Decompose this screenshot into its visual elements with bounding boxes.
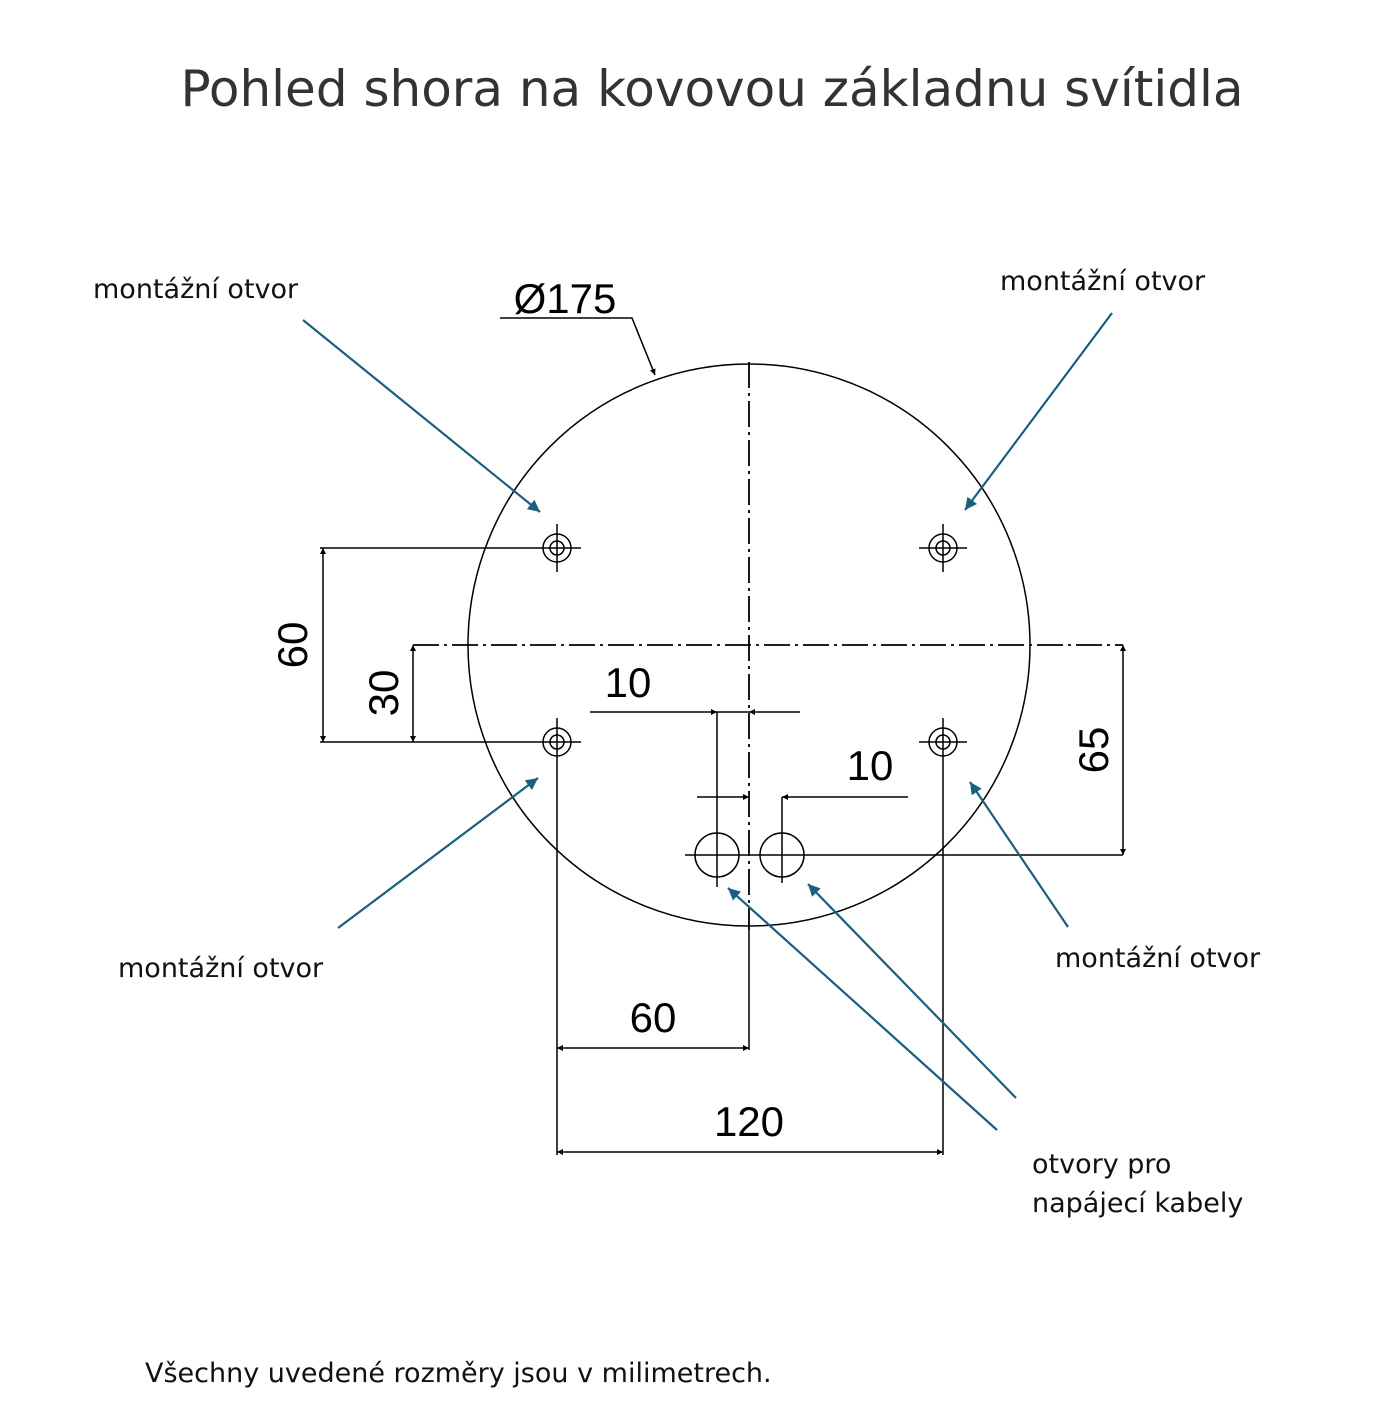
leader-bottom-right — [969, 781, 1069, 928]
footer-note: Všechny uvedené rozměry jsou v milimetre… — [145, 1358, 772, 1389]
leader-cable-right — [807, 883, 1017, 1099]
callout-mount-bottom-right: montážní otvor — [1055, 943, 1261, 974]
extension-lines — [320, 547, 944, 1155]
dim-65: 65 — [1070, 727, 1117, 774]
diameter-leader — [500, 317, 656, 376]
callout-mount-top-right: montážní otvor — [1000, 266, 1206, 297]
callout-mount-bottom-left: montážní otvor — [118, 953, 324, 984]
leader-top-right — [964, 312, 1113, 511]
mount-hole-bottom-right — [919, 718, 967, 766]
leader-top-left — [302, 319, 541, 513]
diameter-label: Ø175 — [514, 275, 617, 322]
callout-mount-top-left: montážní otvor — [93, 274, 299, 305]
leader-bottom-left — [337, 777, 539, 929]
mount-hole-bottom-left — [533, 718, 581, 766]
dim-10-b: 10 — [847, 742, 894, 789]
callout-cable-line1: otvory pro — [1032, 1149, 1171, 1180]
mount-hole-top-left — [533, 524, 581, 572]
page-title: Pohled shora na kovovou základnu svítidl… — [181, 60, 1244, 118]
dim-60-vertical: 60 — [269, 622, 316, 669]
leader-cable-left — [727, 887, 998, 1131]
cable-holes — [685, 712, 1123, 887]
callout-cable-line2: napájecí kabely — [1032, 1188, 1243, 1219]
dim-120: 120 — [714, 1098, 784, 1145]
mount-hole-top-right — [919, 524, 967, 572]
dim-30: 30 — [360, 670, 407, 717]
dim-60-horizontal: 60 — [630, 994, 677, 1041]
dim-10-a: 10 — [605, 659, 652, 706]
